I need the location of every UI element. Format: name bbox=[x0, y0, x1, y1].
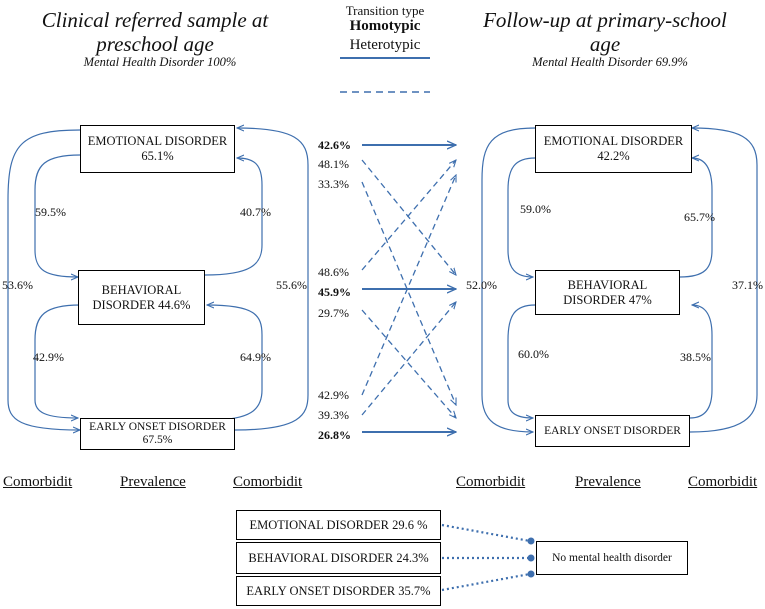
transition-early-pct-1: 42.9% bbox=[318, 388, 349, 402]
right-inner-beh-emo bbox=[679, 158, 713, 278]
left-inner-emo-beh bbox=[34, 154, 81, 277]
left-title: Clinical referred sample at preschool ag… bbox=[41, 8, 269, 56]
left-behavioral-label: BEHAVIORAL DISORDER 44.6% bbox=[92, 282, 191, 312]
right-inner-early-beh bbox=[689, 305, 713, 419]
left-early-box: EARLY ONSET DISORDER 67.5% bbox=[80, 418, 235, 450]
left-emotional-box: EMOTIONAL DISORDER 65.1% bbox=[80, 125, 235, 173]
right-early-box: EARLY ONSET DISORDER bbox=[535, 415, 690, 447]
legend-heterotypic-label: Heterotypic bbox=[349, 37, 421, 53]
bottom-dot-2 bbox=[527, 554, 535, 562]
right-early-label: EARLY ONSET DISORDER bbox=[544, 424, 681, 437]
transition-behavioral-homotypic-pct: 45.9% bbox=[318, 285, 351, 299]
transition-early-homotypic-pct: 26.8% bbox=[318, 428, 351, 442]
transition-emotional-pct-3: 33.3% bbox=[318, 177, 349, 191]
bottom-early-box: EARLY ONSET DISORDER 35.7% bbox=[236, 576, 441, 606]
left-outer-left-pct: 53.6% bbox=[2, 278, 33, 292]
bottom-dot-1 bbox=[527, 537, 535, 545]
right-behavioral-box: BEHAVIORAL DISORDER 47% bbox=[535, 270, 680, 315]
right-early-beh-pct: 38.5% bbox=[680, 350, 711, 364]
left-inner-early-beh bbox=[207, 305, 263, 421]
left-beh-emo-pct: 40.7% bbox=[240, 205, 271, 219]
right-outer-left-pct: 52.0% bbox=[466, 278, 497, 292]
transition-behavioral-pct-3: 29.7% bbox=[318, 306, 349, 320]
no-disorder-label: No mental health disorder bbox=[552, 551, 672, 564]
hetero-beh-to-early bbox=[361, 309, 456, 418]
right-emotional-label: EMOTIONAL DISORDER 42.2% bbox=[543, 134, 684, 163]
left-early-label: EARLY ONSET DISORDER 67.5% bbox=[89, 421, 226, 446]
right-outer-right-bracket bbox=[689, 128, 758, 433]
right-inner-emo-beh bbox=[507, 157, 536, 277]
right-outer-left-bracket bbox=[481, 127, 536, 432]
left-beh-early-pct: 42.9% bbox=[33, 350, 64, 364]
right-emo-beh-pct: 59.0% bbox=[520, 202, 551, 216]
bottom-behavioral-box: BEHAVIORAL DISORDER 24.3% bbox=[236, 542, 441, 574]
right-prevalence-header: Prevalence bbox=[575, 474, 641, 490]
transition-early-pct-2: 39.3% bbox=[318, 408, 349, 422]
hetero-beh-to-emo bbox=[361, 160, 456, 271]
bottom-early-label: EARLY ONSET DISORDER 35.7% bbox=[246, 583, 431, 598]
right-behavioral-label: BEHAVIORAL DISORDER 47% bbox=[563, 277, 652, 307]
right-beh-emo-pct: 65.7% bbox=[684, 210, 715, 224]
left-behavioral-box: BEHAVIORAL DISORDER 44.6% bbox=[78, 270, 205, 325]
left-outer-right-pct: 55.6% bbox=[276, 278, 307, 292]
left-outer-left-bracket bbox=[7, 129, 80, 430]
hetero-emo-to-beh bbox=[361, 159, 456, 275]
left-outer-right-bracket bbox=[234, 128, 309, 431]
legend-homotypic-label: Homotypic bbox=[349, 18, 421, 34]
right-comorbidity-header-a: Comorbidit bbox=[456, 474, 526, 490]
transition-emotional-pct-2: 48.1% bbox=[318, 157, 349, 171]
hetero-early-to-emo bbox=[361, 175, 457, 396]
no-disorder-box: No mental health disorder bbox=[536, 541, 688, 575]
right-outer-right-pct: 37.1% bbox=[732, 278, 763, 292]
transition-emotional-homotypic-pct: 42.6% bbox=[318, 138, 351, 152]
left-inner-beh-emo bbox=[204, 158, 263, 276]
bottom-emotional-dotted bbox=[441, 523, 531, 543]
right-emotional-box: EMOTIONAL DISORDER 42.2% bbox=[535, 125, 692, 173]
left-comorbidity-header-b: Comorbidit bbox=[233, 474, 303, 490]
right-inner-beh-early bbox=[507, 304, 536, 418]
left-emo-beh-pct: 59.5% bbox=[35, 205, 66, 219]
hetero-emo-to-early bbox=[361, 181, 457, 405]
bottom-dot-3 bbox=[527, 570, 535, 578]
left-early-beh-pct: 64.9% bbox=[240, 350, 271, 364]
right-title: Follow-up at primary-school age bbox=[483, 8, 727, 56]
bottom-early-dotted bbox=[441, 572, 531, 592]
left-comorbidity-header-a: Comorbidit bbox=[3, 474, 73, 490]
right-subtitle: Mental Health Disorder 69.9% bbox=[532, 55, 688, 69]
bottom-behavioral-label: BEHAVIORAL DISORDER 24.3% bbox=[248, 550, 429, 565]
right-comorbidity-header-b: Comorbidit bbox=[688, 474, 758, 490]
bottom-emotional-label: EMOTIONAL DISORDER 29.6 % bbox=[249, 517, 428, 532]
left-emotional-label: EMOTIONAL DISORDER 65.1% bbox=[87, 134, 228, 163]
right-beh-early-pct: 60.0% bbox=[518, 347, 549, 361]
left-prevalence-header: Prevalence bbox=[120, 474, 186, 490]
bottom-emotional-box: EMOTIONAL DISORDER 29.6 % bbox=[236, 510, 441, 540]
transition-behavioral-pct-1: 48.6% bbox=[318, 265, 349, 279]
left-subtitle: Mental Health Disorder 100% bbox=[83, 55, 237, 69]
legend-title: Transition type bbox=[345, 3, 425, 18]
left-inner-beh-early bbox=[34, 304, 81, 418]
hetero-early-to-beh bbox=[361, 302, 456, 416]
